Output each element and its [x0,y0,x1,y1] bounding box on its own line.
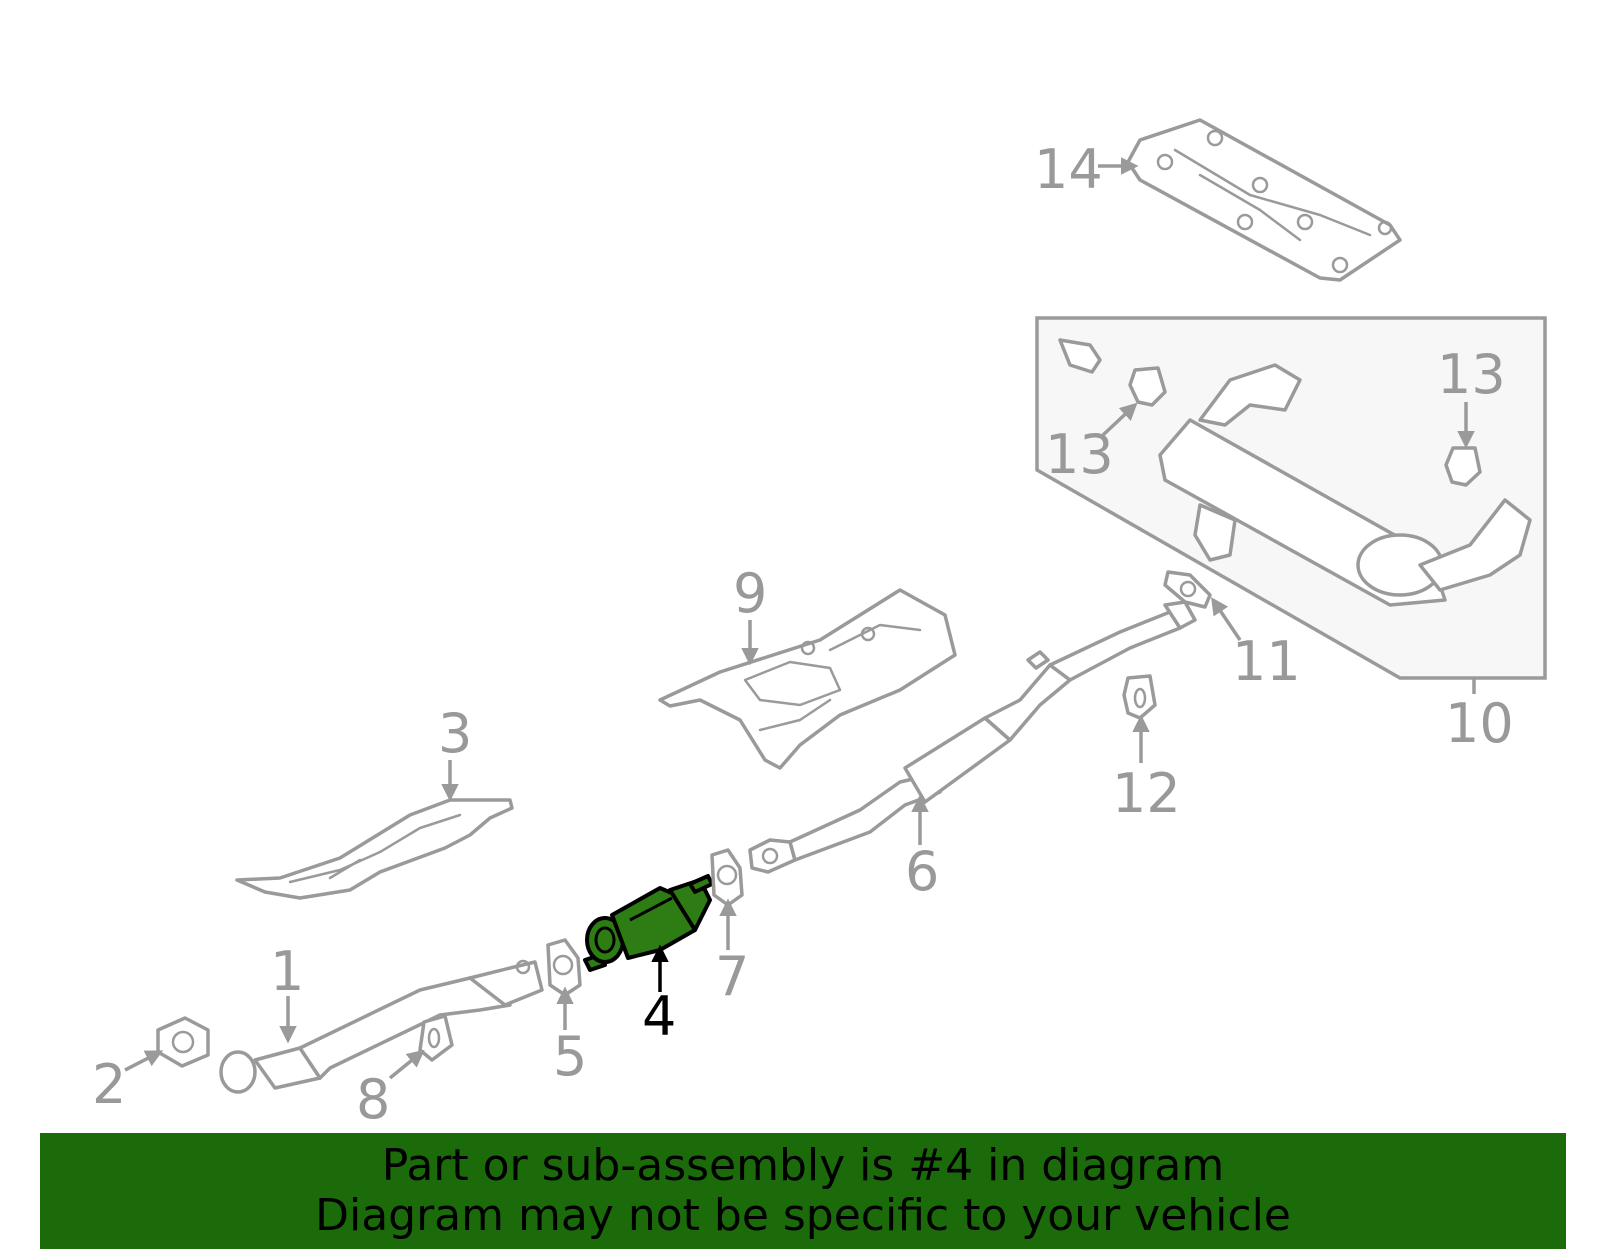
part-12-hanger [1122,674,1157,720]
callout-9: 9 [733,562,767,625]
part-6-center-pipe [748,600,1197,874]
callout-2: 2 [92,1053,126,1116]
callout-10: 10 [1445,692,1514,755]
part-9-heat-shield [658,588,957,770]
callout-13a: 13 [1045,423,1114,486]
callout-6: 6 [905,840,939,903]
callout-14: 14 [1034,138,1103,201]
callout-8: 8 [356,1068,390,1131]
callout-1: 1 [270,940,304,1003]
callout-4: 4 [642,985,676,1048]
part-3-heat-shield [235,798,514,900]
part-7-gasket [710,848,744,907]
notice-line-1: Part or sub-assembly is #4 in diagram [381,1140,1225,1191]
callout-5: 5 [553,1025,587,1088]
leader-13a [1101,402,1138,437]
leader-8 [388,1049,425,1080]
part-1-front-pipe [219,959,544,1094]
part-2-gasket [156,1016,210,1068]
callout-12: 12 [1112,762,1181,825]
part-4-catalytic-converter[interactable] [583,874,714,972]
part-11-gasket [1163,570,1212,609]
callout-7: 7 [715,945,749,1008]
callout-13b: 13 [1437,343,1506,406]
leader-11 [1211,597,1242,641]
part-5-gasket [546,938,582,997]
part-14-heat-shield [1126,118,1402,282]
part-8-hanger [418,1014,454,1062]
callout-11: 11 [1232,630,1301,693]
leader-2 [124,1050,164,1072]
callout-3: 3 [438,702,472,765]
notice-line-2: Diagram may not be specific to your vehi… [315,1190,1291,1241]
notice-banner: Part or sub-assembly is #4 in diagram Di… [40,1133,1566,1249]
